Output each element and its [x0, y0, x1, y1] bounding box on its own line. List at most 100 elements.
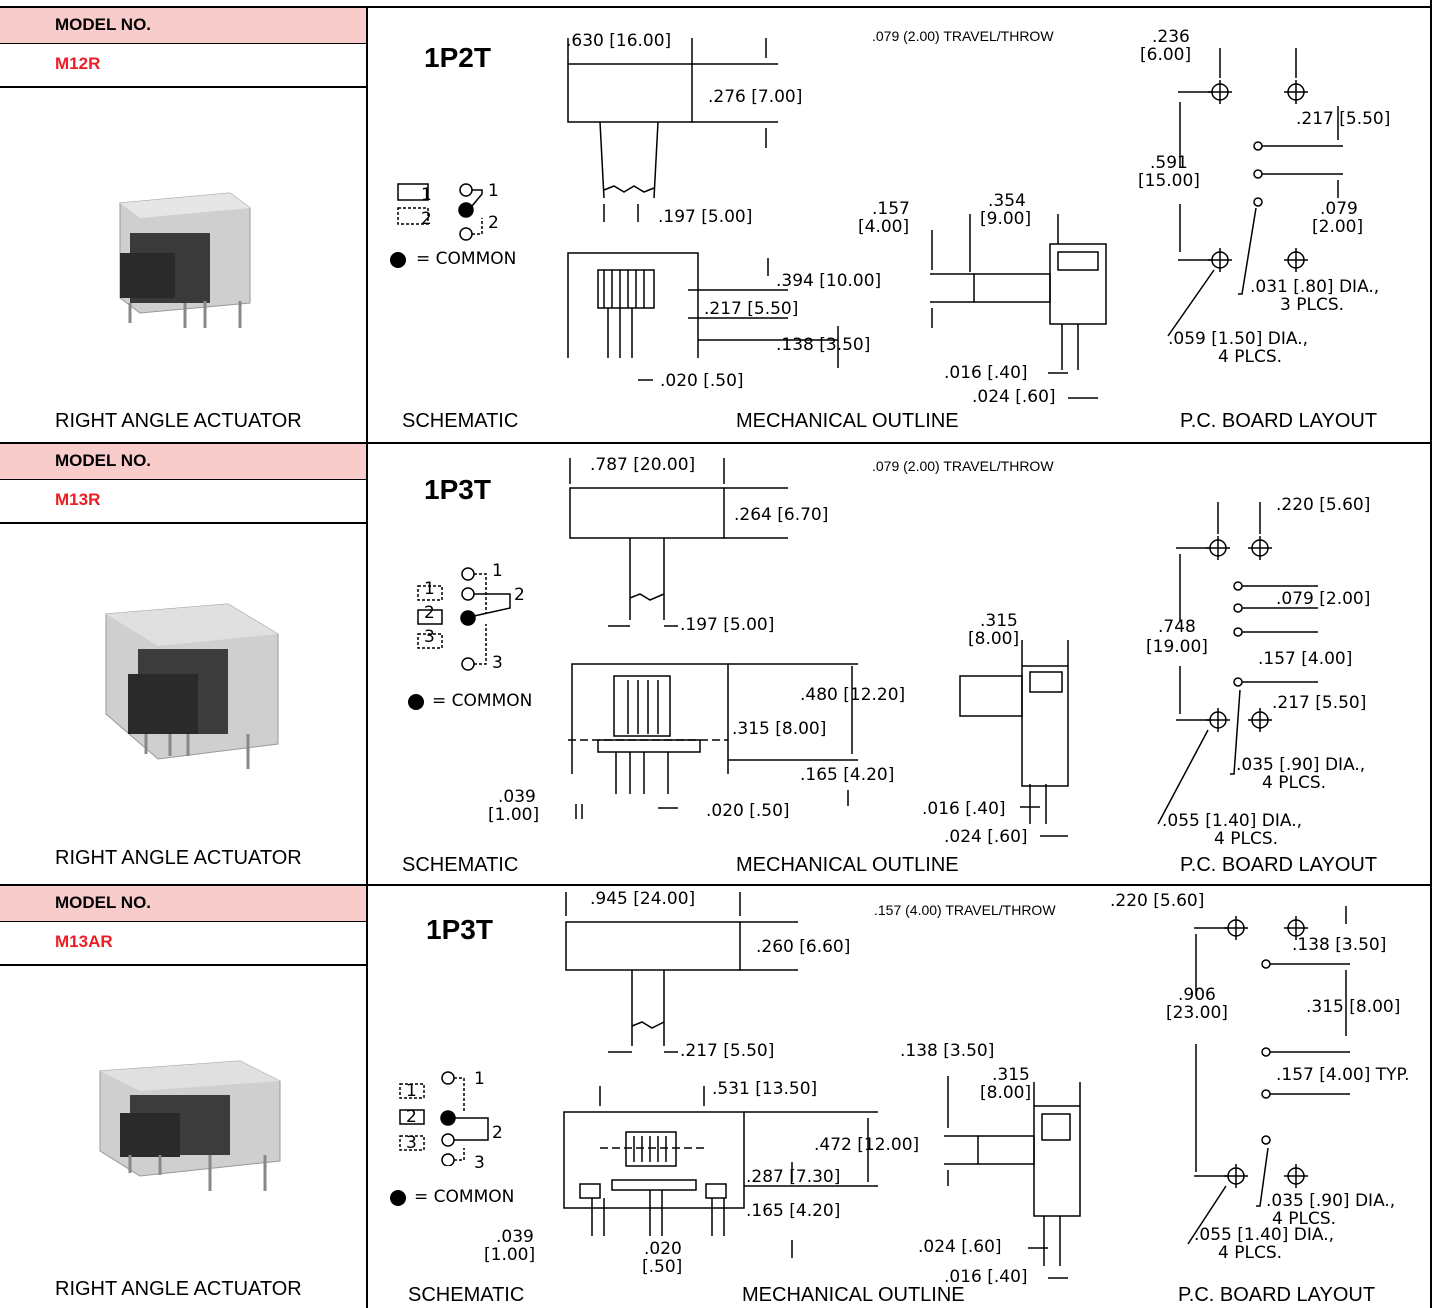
pcb-dim-b3: .217 [5.50] — [1272, 693, 1367, 713]
dim-body: .480 [12.20] — [800, 685, 906, 705]
schematic-terminal-3: 3 — [492, 653, 503, 673]
schematic-diagram — [417, 567, 511, 671]
pcb-dim-b3: .157 [4.00] TYP. — [1276, 1065, 1410, 1085]
model-info-column: MODEL NO. M13AR RIGHT ANGLE ACTUATOR — [0, 886, 368, 1308]
schematic-terminal-2: 2 — [488, 213, 499, 233]
dim-body: .394 [10.00] — [776, 271, 882, 291]
schematic-box-2: 2 — [421, 209, 432, 229]
dim-mid: .315 [8.00] — [732, 719, 827, 739]
drawing-lines — [568, 458, 1318, 837]
pcb-dim-b: .217 [5.50] — [1296, 109, 1391, 129]
schematic-box-3: 3 — [424, 627, 435, 647]
dim-side-a-top: .157 — [872, 199, 910, 219]
drawing-lines — [563, 892, 1350, 1279]
common-legend: = COMMON — [414, 1187, 515, 1207]
actuator-caption: RIGHT ANGLE ACTUATOR — [55, 410, 302, 432]
dim-width: .630 [16.00] — [566, 31, 672, 51]
dim-side-b-bot: [8.00] — [980, 1083, 1032, 1103]
dim-pin: .165 [4.20] — [800, 765, 895, 785]
dim-lead-bot: [1.00] — [488, 805, 540, 825]
pcb-dim-c-top: .748 — [1158, 617, 1196, 637]
pcb-dim-c-bot: [23.00] — [1166, 1003, 1228, 1023]
frame-border — [1430, 0, 1432, 1308]
common-dot-icon — [390, 252, 406, 268]
drawing-lines — [567, 38, 1343, 399]
pcb-dim-e-top: .035 [.90] DIA., — [1236, 755, 1366, 775]
schematic-box-2: 2 — [406, 1107, 417, 1127]
dim-side-c: .024 [.60] — [918, 1237, 1002, 1257]
schematic-terminal-1: 1 — [492, 561, 503, 581]
dim-lead-bot: [1.00] — [484, 1245, 536, 1265]
switch-type: 1P2T — [424, 42, 491, 73]
dim-actuator: .217 [5.50] — [680, 1041, 775, 1061]
model-row-m13r: MODEL NO. M13R RIGHT ANGLE ACTUATOR — [0, 444, 1432, 886]
pcb-dim-f-top: .055 [1.40] DIA., — [1194, 1225, 1335, 1245]
dim-side-c: .016 [.40] — [922, 799, 1006, 819]
pcb-dim-e-bot: 3 PLCS. — [1280, 295, 1345, 315]
dim-mid: .287 [7.30] — [746, 1167, 841, 1187]
dim-pin: .165 [4.20] — [746, 1201, 841, 1221]
schematic-diagram — [399, 1071, 489, 1166]
pcb-dim-b2: .315 [8.00] — [1306, 997, 1401, 1017]
dim-lead-top: .039 — [496, 1227, 534, 1247]
drawing-area: 1P2T .079 (2.00) TRAVEL/THROW 1 2 1 2 = … — [368, 8, 1432, 442]
dim-side-b-top: .354 — [988, 191, 1026, 211]
common-legend: = COMMON — [416, 249, 517, 269]
dim-width: .945 [24.00] — [590, 889, 696, 909]
pcb-dim-f-bot: 4 PLCS. — [1218, 1243, 1283, 1263]
travel-spec: .079 (2.00) TRAVEL/THROW — [872, 458, 1054, 474]
actuator-caption: RIGHT ANGLE ACTUATOR — [55, 847, 302, 869]
pcb-dim-d-bot: [2.00] — [1312, 217, 1364, 237]
dim-side-a: .138 [3.50] — [900, 1041, 995, 1061]
dim-height: .264 [6.70] — [734, 505, 829, 525]
pcb-dim-c-top: .591 — [1150, 153, 1188, 173]
dim-width: .787 [20.00] — [590, 455, 696, 475]
schematic-caption: SCHEMATIC — [408, 1284, 525, 1306]
schematic-box-3: 3 — [406, 1133, 417, 1153]
dim-actuator: .197 [5.00] — [680, 615, 775, 635]
common-legend: = COMMON — [432, 691, 533, 711]
drawing-area: 1P3T .157 (4.00) TRAVEL/THROW 1 2 3 1 2 … — [368, 886, 1432, 1308]
model-info-column: MODEL NO. M13R RIGHT ANGLE ACTUATOR — [0, 444, 368, 884]
pcb-caption: P.C. BOARD LAYOUT — [1180, 854, 1378, 876]
pcb-dim-a: .220 [5.60] — [1110, 891, 1205, 911]
schematic-box-1: 1 — [421, 185, 432, 205]
common-dot-icon — [390, 1190, 406, 1206]
dim-height: .276 [7.00] — [708, 87, 803, 107]
pcb-dim-b2: .157 [4.00] — [1258, 649, 1353, 669]
switch-type: 1P3T — [424, 474, 491, 505]
dim-side-a-bot: [4.00] — [858, 217, 910, 237]
model-info-column: MODEL NO. M12R RIGHT ANGLE ACTUATOR — [0, 8, 368, 442]
dim-pin-width: .020 [.50] — [660, 371, 744, 391]
schematic-caption: SCHEMATIC — [402, 410, 519, 432]
dim-height: .260 [6.60] — [756, 937, 851, 957]
dim-lead-top: .039 — [498, 787, 536, 807]
pcb-dim-e-bot: 4 PLCS. — [1272, 1209, 1337, 1229]
mechanical-caption: MECHANICAL OUTLINE — [742, 1284, 965, 1306]
model-row-m12r: MODEL NO. M12R RIGHT ANGLE ACTUATOR — [0, 6, 1432, 444]
pcb-dim-f-bot: 4 PLCS. — [1218, 347, 1283, 367]
switch-photo — [99, 1060, 281, 1191]
pcb-dim-c-bot: [15.00] — [1138, 171, 1200, 191]
pcb-dim-c-bot: [19.00] — [1146, 637, 1208, 657]
dim-pin: .138 [3.50] — [776, 335, 871, 355]
dim-pin-width: .020 [.50] — [706, 801, 790, 821]
travel-spec: .079 (2.00) TRAVEL/THROW — [872, 28, 1054, 44]
dim-mid: .217 [5.50] — [704, 299, 799, 319]
pcb-dim-a: .220 [5.60] — [1276, 495, 1371, 515]
schematic-terminal-3: 3 — [474, 1153, 485, 1173]
switch-type: 1P3T — [426, 914, 493, 945]
schematic-box-1: 1 — [424, 579, 435, 599]
model-header: MODEL NO. — [0, 444, 366, 480]
pcb-dim-a-top: .236 — [1152, 27, 1190, 47]
pcb-dim-b: .138 [3.50] — [1292, 935, 1387, 955]
switch-photo — [105, 603, 279, 769]
schematic-caption: SCHEMATIC — [402, 854, 519, 876]
pcb-dim-f-bot: 4 PLCS. — [1214, 829, 1279, 849]
model-header: MODEL NO. — [0, 8, 366, 44]
drawing-area: 1P3T .079 (2.00) TRAVEL/THROW 1 2 3 1 2 … — [368, 444, 1432, 884]
pcb-caption: P.C. BOARD LAYOUT — [1180, 410, 1378, 432]
schematic-terminal-1: 1 — [474, 1069, 485, 1089]
travel-spec: .157 (4.00) TRAVEL/THROW — [874, 902, 1056, 918]
